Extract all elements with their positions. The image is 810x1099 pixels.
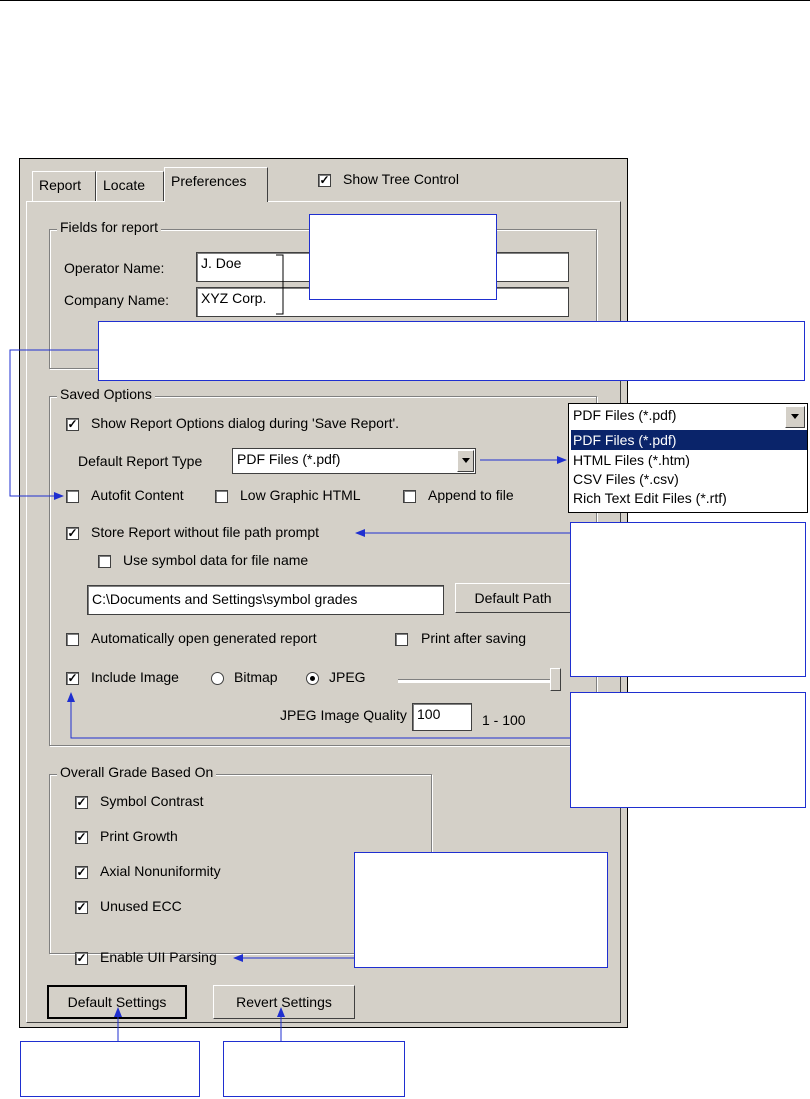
- top-rule: [0, 0, 810, 1]
- default-report-type-label: Default Report Type: [78, 453, 203, 469]
- unused-ecc-label: Unused ECC: [100, 898, 182, 914]
- enable-uii-label: Enable UII Parsing: [100, 949, 217, 965]
- store-without-prompt-label: Store Report without file path prompt: [91, 524, 320, 540]
- dropdown-arrow-button[interactable]: [457, 450, 474, 472]
- report-type-dropdown-arrow[interactable]: [785, 406, 805, 428]
- append-to-file-label: Append to file: [428, 487, 514, 503]
- jpeg-quality-slider-thumb[interactable]: [550, 668, 561, 691]
- enable-uii-checkbox[interactable]: ✓: [75, 951, 88, 965]
- report-type-option[interactable]: Rich Text Edit Files (*.rtf): [573, 490, 727, 506]
- show-report-options-checkbox[interactable]: ✓: [66, 417, 79, 431]
- callout-box-default-settings: [20, 1041, 200, 1097]
- saved-options-legend: Saved Options: [57, 386, 155, 402]
- default-path-button[interactable]: Default Path: [455, 583, 571, 613]
- report-type-dropdown[interactable]: PDF Files (*.pdf) PDF Files (*.pdf) HTML…: [568, 403, 808, 513]
- radio-selected-dot: [310, 676, 315, 681]
- jpeg-quality-range: 1 - 100: [482, 712, 526, 728]
- jpeg-quality-input[interactable]: 100: [412, 703, 472, 731]
- use-symbol-data-label: Use symbol data for file name: [123, 552, 309, 568]
- include-image-label: Include Image: [91, 669, 179, 685]
- callout-box-wide: [98, 321, 805, 381]
- jpeg-quality-slider-track[interactable]: [398, 679, 555, 683]
- tab-report[interactable]: Report: [32, 171, 96, 201]
- axial-nonuniformity-checkbox[interactable]: ✓: [75, 865, 88, 879]
- unused-ecc-checkbox[interactable]: ✓: [75, 900, 88, 914]
- symbol-contrast-checkbox[interactable]: ✓: [75, 795, 88, 809]
- tab-locate[interactable]: Locate: [96, 171, 164, 201]
- report-type-option[interactable]: HTML Files (*.htm): [573, 452, 690, 468]
- callout-box-uii: [354, 852, 608, 968]
- autofit-content-label: Autofit Content: [91, 487, 184, 503]
- include-image-checkbox[interactable]: ✓: [66, 671, 79, 685]
- default-report-type-value: PDF Files (*.pdf): [237, 451, 341, 467]
- low-graphic-html-checkbox[interactable]: [215, 490, 228, 503]
- chevron-down-icon: [791, 414, 799, 419]
- overall-grade-legend: Overall Grade Based On: [57, 764, 217, 780]
- use-symbol-data-checkbox[interactable]: [98, 555, 111, 568]
- jpeg-quality-label: JPEG Image Quality: [280, 707, 407, 723]
- show-report-options-label: Show Report Options dialog during 'Save …: [91, 415, 400, 431]
- print-growth-checkbox[interactable]: ✓: [75, 830, 88, 844]
- report-type-option[interactable]: PDF Files (*.pdf): [571, 430, 807, 450]
- show-tree-control-label: Show Tree Control: [343, 171, 459, 187]
- default-settings-button[interactable]: Default Settings: [47, 985, 187, 1019]
- report-type-dropdown-header[interactable]: PDF Files (*.pdf): [570, 405, 806, 429]
- report-path-input[interactable]: C:\Documents and Settings\symbol grades: [87, 585, 444, 615]
- default-report-type-select[interactable]: PDF Files (*.pdf): [232, 448, 476, 474]
- auto-open-label: Automatically open generated report: [91, 630, 317, 646]
- show-tree-control-checkbox[interactable]: ✓: [318, 173, 331, 187]
- autofit-content-checkbox[interactable]: [66, 490, 79, 503]
- print-growth-label: Print Growth: [100, 828, 178, 844]
- print-after-saving-checkbox[interactable]: [395, 633, 408, 646]
- chevron-down-icon: [462, 458, 470, 463]
- fields-for-report-legend: Fields for report: [57, 219, 162, 235]
- auto-open-checkbox[interactable]: [66, 633, 79, 646]
- jpeg-radio[interactable]: [306, 672, 319, 685]
- revert-settings-button[interactable]: Revert Settings: [213, 985, 355, 1019]
- tab-preferences[interactable]: Preferences: [164, 167, 268, 202]
- axial-nonuniformity-label: Axial Nonuniformity: [100, 863, 221, 879]
- report-type-dropdown-selected: PDF Files (*.pdf): [573, 407, 677, 423]
- callout-box-store-report: [570, 522, 806, 677]
- low-graphic-html-label: Low Graphic HTML: [240, 487, 361, 503]
- callout-box-fields: [309, 214, 497, 300]
- callout-box-revert-settings: [223, 1041, 405, 1097]
- jpeg-label: JPEG: [329, 669, 366, 685]
- bitmap-label: Bitmap: [234, 669, 278, 685]
- company-name-label: Company Name:: [64, 292, 170, 308]
- print-after-saving-label: Print after saving: [421, 630, 527, 646]
- callout-box-include-image: [570, 692, 806, 808]
- operator-name-label: Operator Name:: [64, 260, 165, 276]
- report-type-option[interactable]: CSV Files (*.csv): [573, 471, 679, 487]
- symbol-contrast-label: Symbol Contrast: [100, 793, 204, 809]
- append-to-file-checkbox[interactable]: [403, 490, 416, 503]
- bitmap-radio[interactable]: [211, 672, 224, 685]
- store-without-prompt-checkbox[interactable]: ✓: [66, 526, 79, 540]
